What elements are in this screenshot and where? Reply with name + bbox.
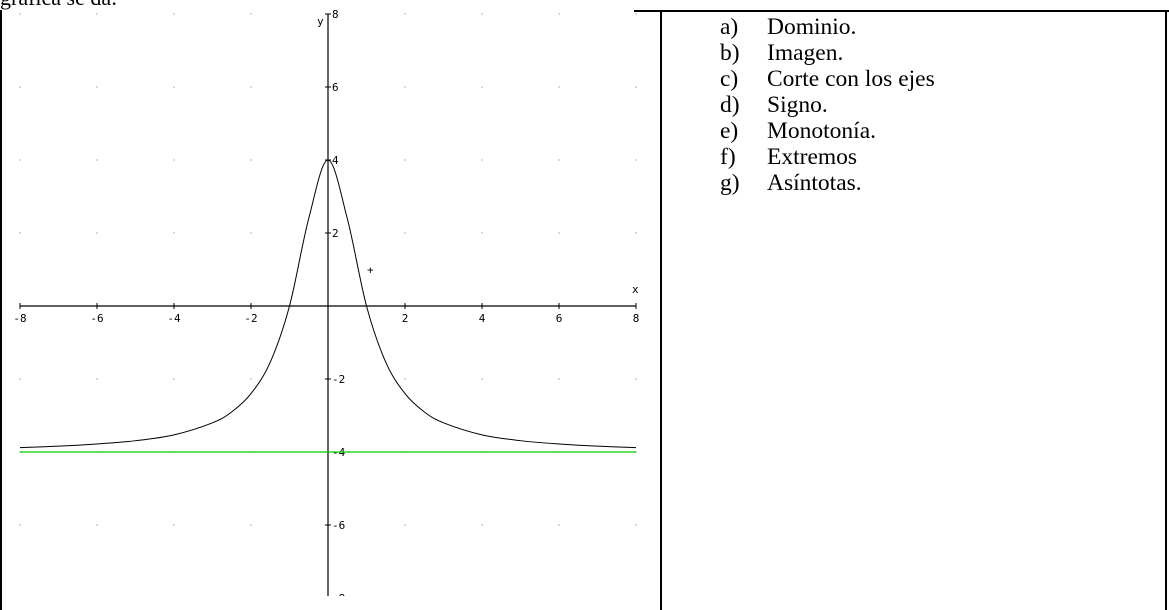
- question-marker: e): [720, 118, 739, 144]
- grid-dot: [404, 232, 406, 234]
- grid-dot: [250, 232, 252, 234]
- grid-dot: [404, 378, 406, 380]
- y-tick-label: 8: [332, 8, 339, 21]
- grid-dot: [558, 159, 560, 161]
- grid-dot: [404, 86, 406, 88]
- grid-dot: [173, 13, 175, 15]
- question-text: Asíntotas.: [767, 170, 862, 196]
- grid-dot: [96, 159, 98, 161]
- y-tick-label: 6: [332, 81, 339, 94]
- grid-dot: [481, 159, 483, 161]
- grid-dot: [404, 524, 406, 526]
- x-tick-label: -4: [167, 312, 181, 325]
- grid-dot: [250, 13, 252, 15]
- axis-ticks: [19, 13, 637, 526]
- cursor-marker: +: [367, 264, 374, 277]
- y-tick-label: 4: [332, 154, 339, 167]
- grid-dot: [173, 378, 175, 380]
- grid-dot: [96, 86, 98, 88]
- question-item: a) Dominio.: [720, 14, 935, 40]
- grid-dot: [635, 232, 637, 234]
- x-tick-label: -8: [13, 312, 26, 325]
- y-tick-label: -6: [332, 519, 345, 532]
- annotations: +: [367, 264, 374, 277]
- question-marker: f): [720, 144, 736, 170]
- y-tick-label: -2: [332, 373, 345, 386]
- y-tick-label: 2: [332, 227, 339, 240]
- grid-dots: [19, 13, 637, 526]
- grid-dot: [558, 13, 560, 15]
- table-column-divider: [660, 10, 662, 610]
- grid-dot: [96, 378, 98, 380]
- grid-dot: [481, 524, 483, 526]
- x-tick-label: -6: [90, 312, 103, 325]
- grid-dot: [635, 86, 637, 88]
- grid-dot: [96, 232, 98, 234]
- grid-dot: [250, 86, 252, 88]
- grid-dot: [96, 524, 98, 526]
- grid-dot: [96, 13, 98, 15]
- question-marker: d): [720, 92, 740, 118]
- question-text: Monotonía.: [767, 118, 877, 144]
- grid-dot: [173, 159, 175, 161]
- grid-dot: [481, 13, 483, 15]
- function-curve: [19, 159, 637, 449]
- grid-dot: [173, 524, 175, 526]
- top-text-fragment: gráfica se da:: [0, 0, 117, 10]
- grid-dot: [558, 86, 560, 88]
- y-tick-label: -8: [332, 592, 345, 596]
- question-item: b) Imagen.: [720, 40, 935, 66]
- grid-dot: [19, 13, 21, 15]
- grid-dot: [19, 378, 21, 380]
- y-axis-label: y: [317, 15, 324, 28]
- grid-dot: [635, 378, 637, 380]
- question-text: Imagen.: [767, 40, 844, 66]
- grid-dot: [19, 86, 21, 88]
- grid-dot: [250, 159, 252, 161]
- x-tick-label: 6: [556, 312, 563, 325]
- x-tick-label: 8: [633, 312, 640, 325]
- question-item: d) Signo.: [720, 92, 935, 118]
- grid-dot: [173, 86, 175, 88]
- question-marker: b): [720, 40, 740, 66]
- grid-dot: [19, 232, 21, 234]
- grid-dot: [635, 159, 637, 161]
- grid-dot: [19, 159, 21, 161]
- grid-dot: [481, 378, 483, 380]
- grid-dot: [558, 378, 560, 380]
- grid-dot: [635, 524, 637, 526]
- series-layer: [19, 159, 637, 453]
- grid-dot: [558, 524, 560, 526]
- question-item: g) Asíntotas.: [720, 170, 935, 196]
- question-marker: c): [720, 66, 739, 92]
- question-marker: a): [720, 14, 739, 40]
- table-frame: [0, 10, 1167, 610]
- x-axis-label: x: [632, 283, 639, 296]
- question-item: c) Corte con los ejes: [720, 66, 935, 92]
- grid-dot: [404, 159, 406, 161]
- question-marker: g): [720, 170, 740, 196]
- grid-dot: [558, 232, 560, 234]
- grid-dot: [173, 232, 175, 234]
- grid-dot: [481, 86, 483, 88]
- grid-dot: [404, 13, 406, 15]
- grid-dot: [19, 524, 21, 526]
- grid-dot: [635, 13, 637, 15]
- grid-dot: [481, 232, 483, 234]
- question-text: Extremos: [767, 144, 858, 170]
- question-text: Corte con los ejes: [767, 66, 935, 92]
- x-tick-label: 2: [402, 312, 409, 325]
- grid-dot: [250, 524, 252, 526]
- table-top-rule: [634, 10, 1169, 12]
- question-text: Signo.: [767, 92, 828, 118]
- x-tick-label: 4: [479, 312, 486, 325]
- question-item: e) Monotonía.: [720, 118, 935, 144]
- question-text: Dominio.: [767, 14, 857, 40]
- grid-dot: [250, 378, 252, 380]
- question-item: f) Extremos: [720, 144, 935, 170]
- x-tick-label: -2: [244, 312, 257, 325]
